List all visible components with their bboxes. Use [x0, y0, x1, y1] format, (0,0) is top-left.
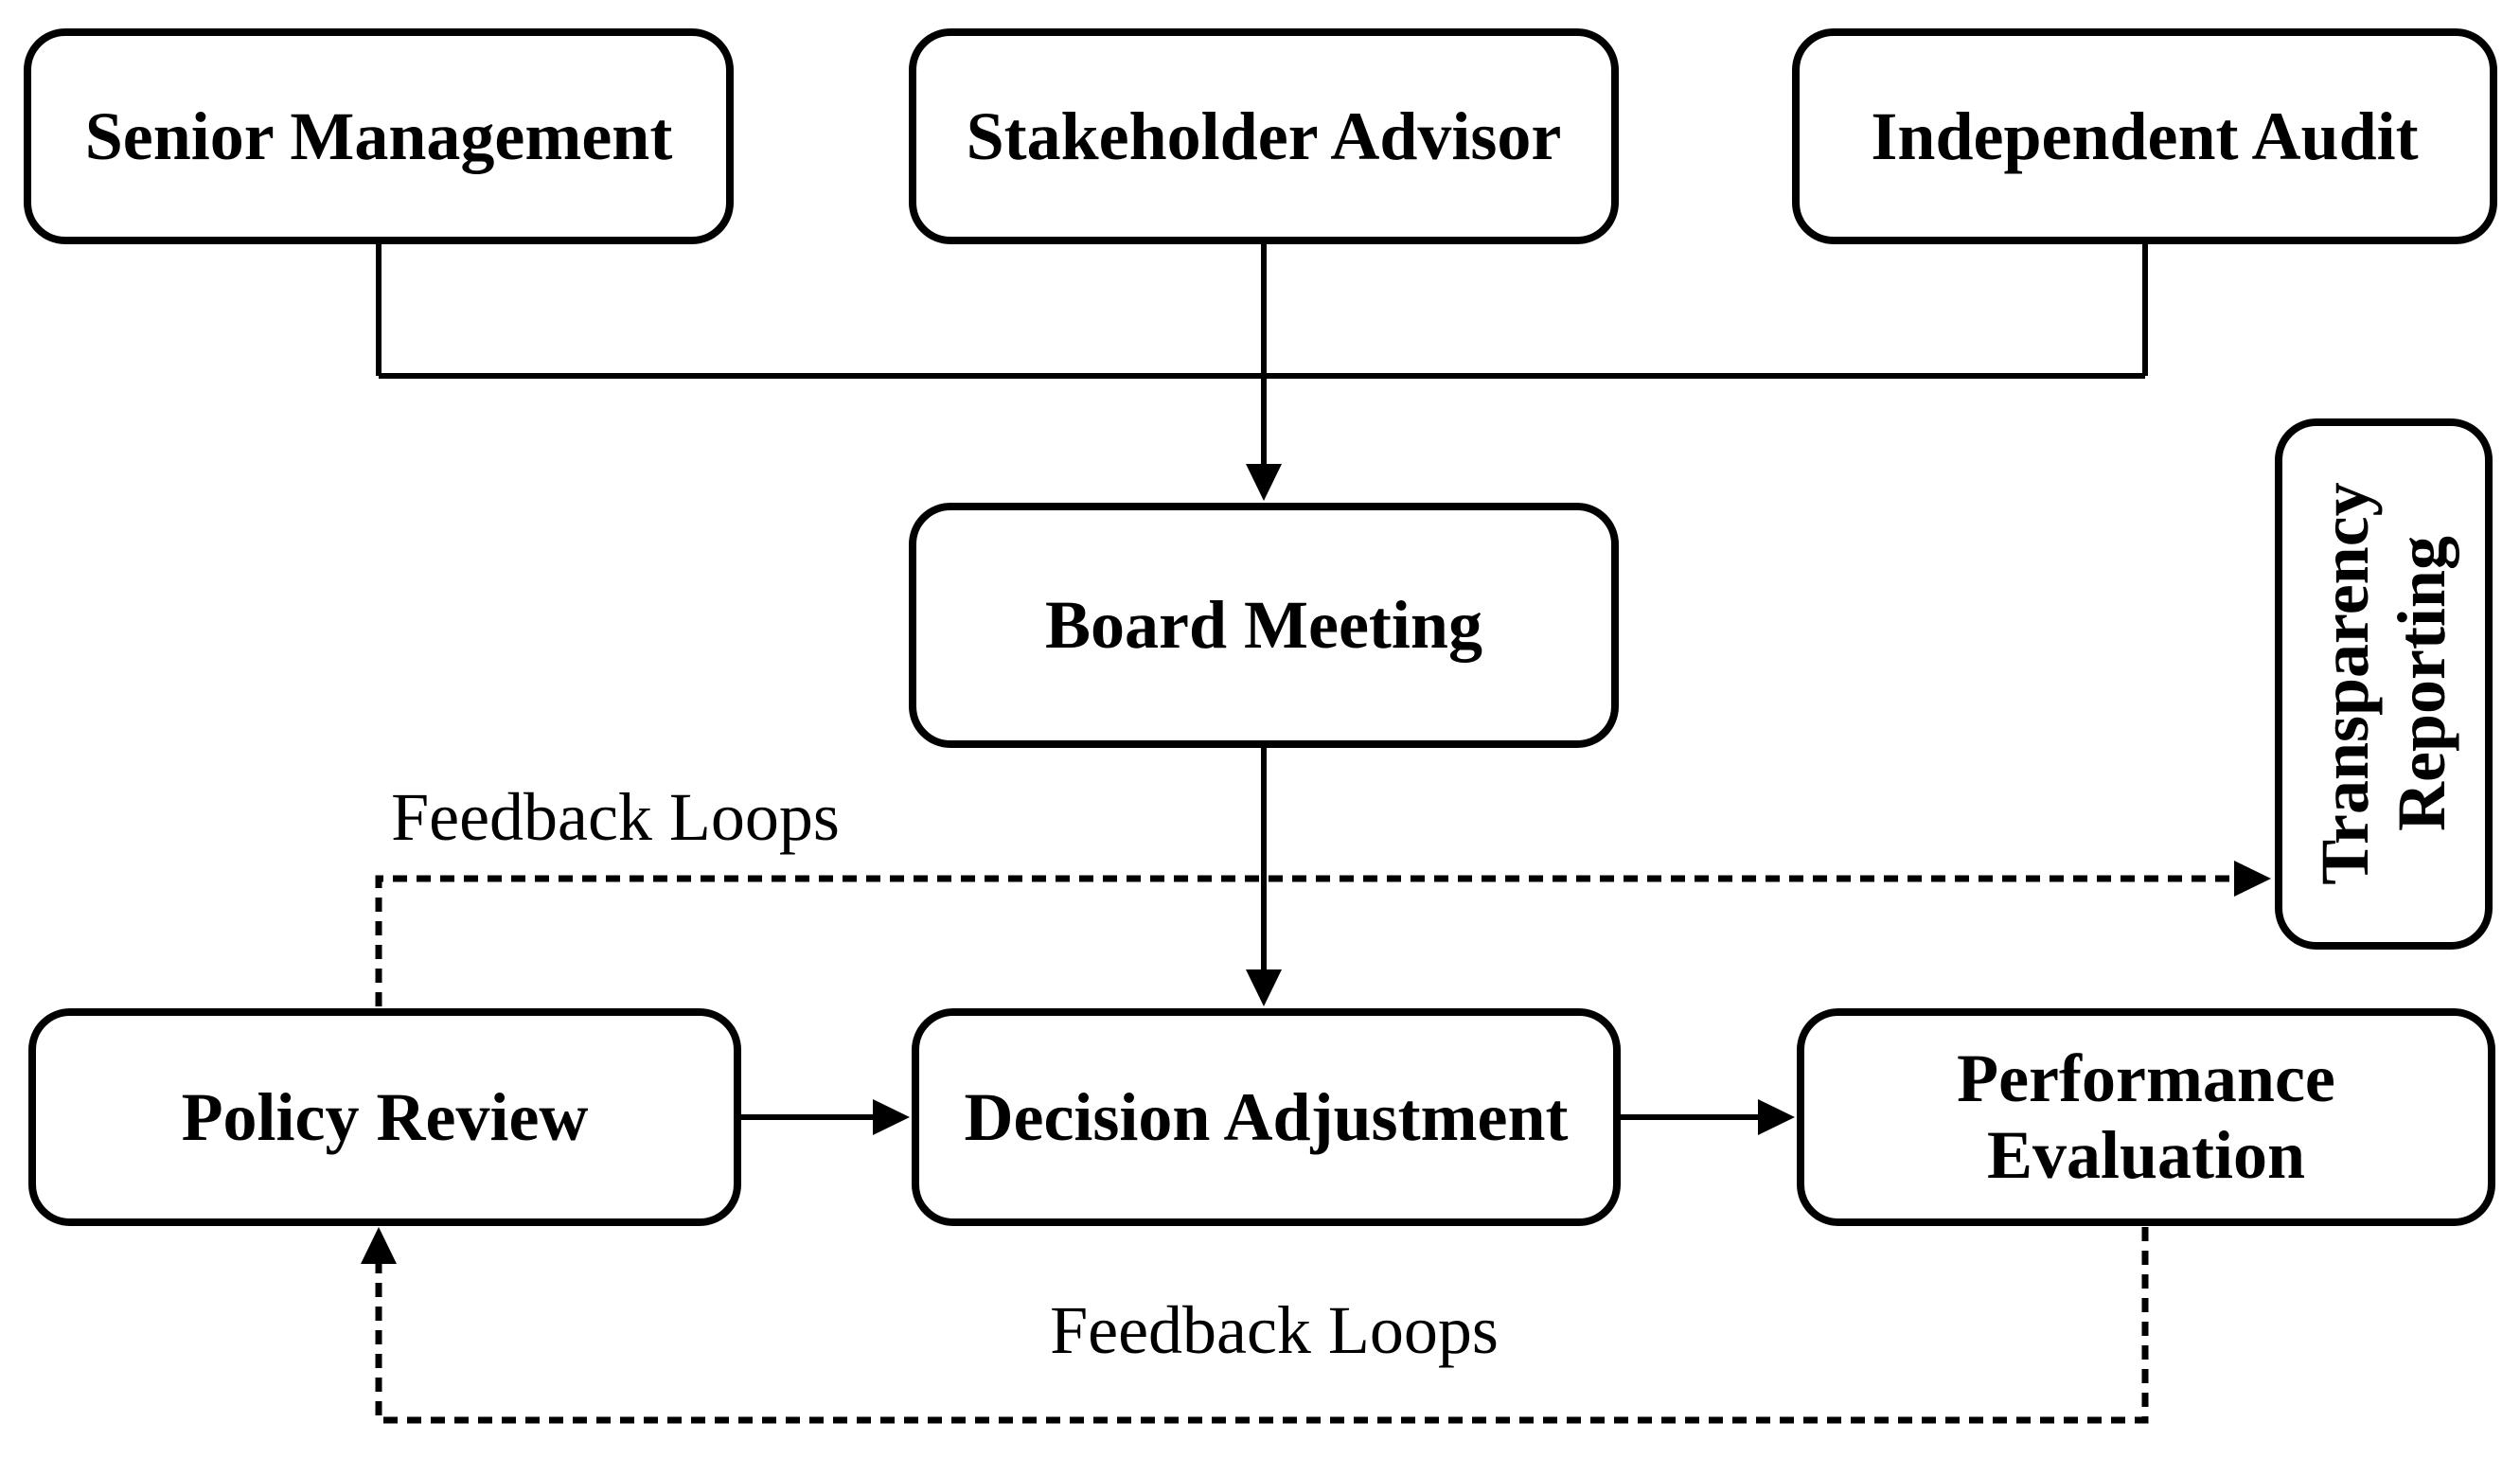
dashed-loop-performance-to-policy	[375, 1227, 2149, 1424]
node-stakeholder-advisor-label: Stakeholder Advisor	[966, 98, 1562, 174]
bus-connectors	[376, 240, 2148, 465]
node-senior-management: Senior Management	[24, 28, 734, 244]
dashed-loop-policy-to-transparency	[375, 875, 2235, 1006]
node-senior-management-label: Senior Management	[84, 98, 673, 174]
rotated-label-wrapper: Transparency Reporting	[2282, 428, 2485, 939]
node-board-meeting: Board Meeting	[909, 503, 1619, 748]
node-decision-adjustment: Decision Adjustment	[912, 1008, 1621, 1226]
arrowhead-into-decision-adjustment	[1246, 969, 1282, 1006]
feedback-loops-label-top: Feedback Loops	[391, 779, 840, 855]
node-performance-evaluation: Performance Evaluation	[1797, 1008, 2495, 1226]
arrowhead-decision-to-performance	[1758, 1099, 1795, 1135]
feedback-loops-label-bottom: Feedback Loops	[1050, 1292, 1499, 1368]
node-independent-audit-label: Independent Audit	[1871, 98, 2419, 174]
node-decision-adjustment-label: Decision Adjustment	[964, 1078, 1569, 1155]
node-board-meeting-label: Board Meeting	[1045, 587, 1482, 664]
arrowhead-into-board-meeting	[1246, 464, 1282, 501]
node-transparency-reporting: Transparency Reporting	[2275, 418, 2493, 950]
node-performance-evaluation-label: Performance Evaluation	[1957, 1040, 2335, 1193]
arrowhead-policy-to-decision	[873, 1099, 910, 1135]
node-policy-review: Policy Review	[28, 1008, 741, 1226]
arrowhead-into-policy-review	[361, 1227, 397, 1264]
node-independent-audit: Independent Audit	[1792, 28, 2497, 244]
node-policy-review-label: Policy Review	[181, 1078, 589, 1155]
node-transparency-reporting-label: Transparency Reporting	[2307, 482, 2459, 885]
arrowhead-into-transparency-reporting	[2234, 861, 2271, 897]
node-stakeholder-advisor: Stakeholder Advisor	[909, 28, 1619, 244]
